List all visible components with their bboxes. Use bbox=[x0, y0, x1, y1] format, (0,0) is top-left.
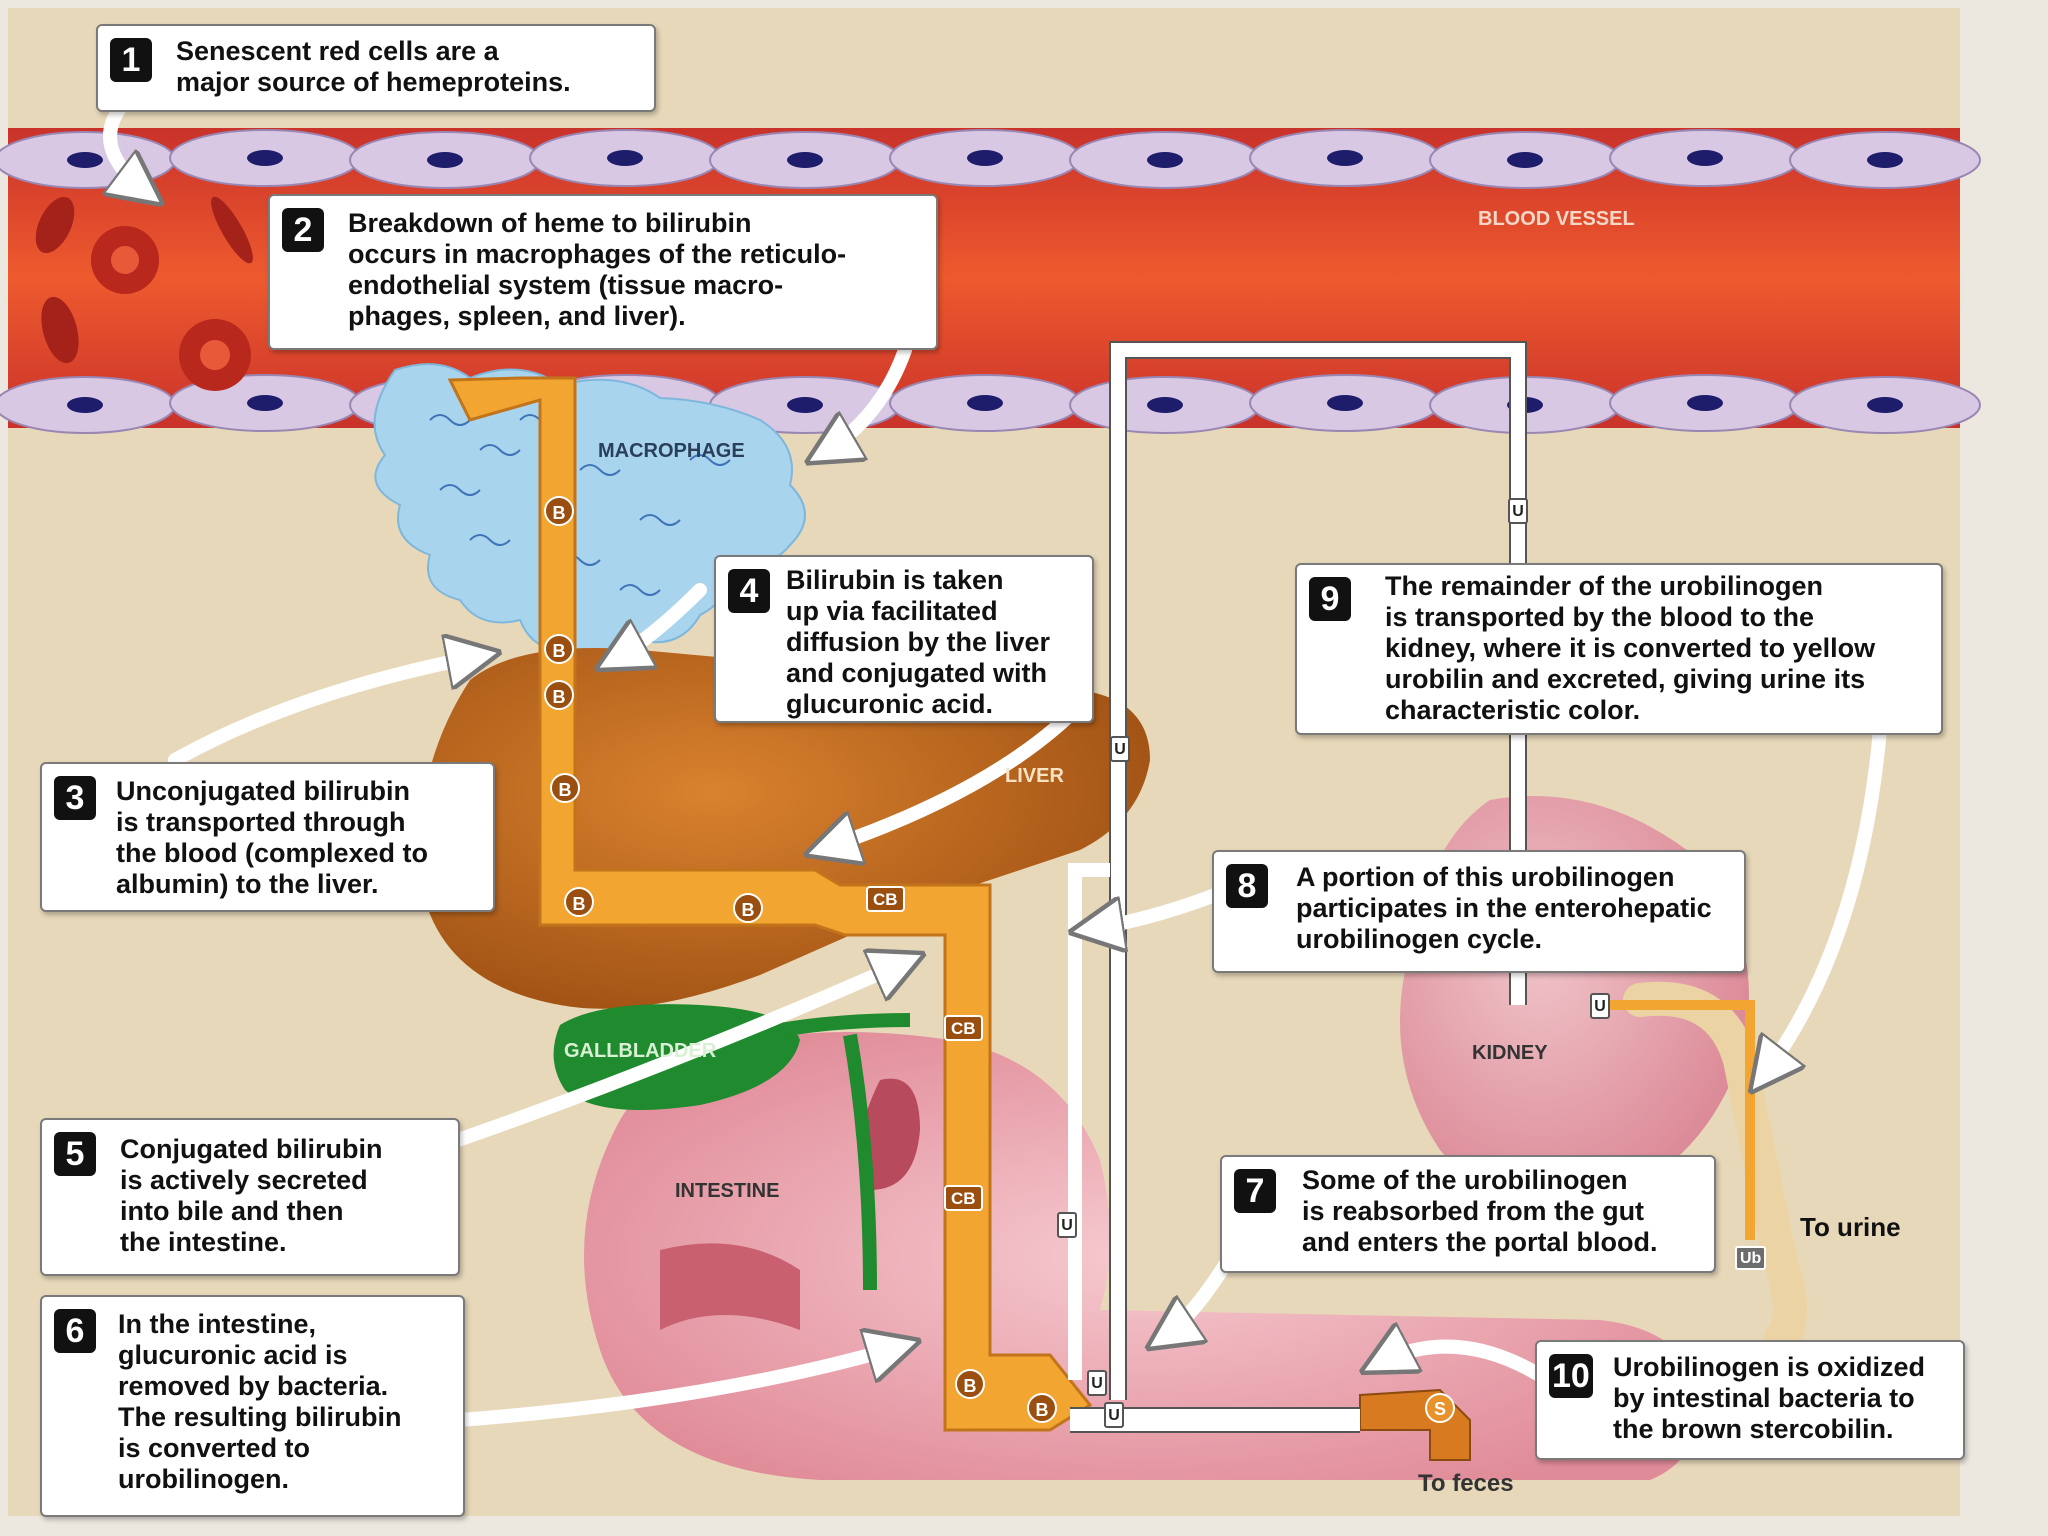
token-urobilin: Ub bbox=[1735, 1246, 1767, 1270]
label-gallbladder: GALLBLADDER bbox=[564, 1040, 717, 1062]
token-urobilinogen: U bbox=[1104, 1402, 1124, 1428]
intestine-lumen bbox=[859, 1078, 920, 1190]
callout-step-4: 4 Bilirubin is taken up via facilitated … bbox=[714, 555, 1094, 723]
callout-step-7: 7 Some of the urobilinogen is reabsorbed… bbox=[1220, 1155, 1716, 1273]
callout-step-5: 5 Conjugated bilirubin is actively secre… bbox=[40, 1118, 460, 1276]
blood-vessel bbox=[0, 128, 1981, 434]
step-text-9: The remainder of the urobilinogen is tra… bbox=[1385, 571, 1876, 725]
step-number-10: 10 bbox=[1549, 1354, 1593, 1398]
token-conjugated-bilirubin: CB bbox=[866, 886, 905, 912]
label-liver: LIVER bbox=[1005, 765, 1064, 787]
step-number-6: 6 bbox=[54, 1309, 96, 1353]
step-number-4: 4 bbox=[728, 569, 770, 613]
urobilin-line bbox=[1600, 1000, 1755, 1240]
callout-step-1: 1 Senescent red cells are a major source… bbox=[96, 24, 656, 112]
token-bilirubin: B bbox=[550, 773, 580, 803]
token-bilirubin: B bbox=[544, 680, 574, 710]
token-bilirubin: B bbox=[955, 1369, 985, 1399]
step-number-5: 5 bbox=[54, 1132, 96, 1176]
callout-step-8: 8 A portion of this urobilinogen partici… bbox=[1212, 850, 1746, 973]
label-macrophage: MACROPHAGE bbox=[598, 440, 745, 462]
step-text-1: Senescent red cells are a major source o… bbox=[176, 36, 571, 97]
token-urobilinogen: U bbox=[1087, 1370, 1107, 1396]
step-text-7: Some of the urobilinogen is reabsorbed f… bbox=[1302, 1165, 1658, 1257]
step-text-3: Unconjugated bilirubin is transported th… bbox=[116, 776, 429, 899]
token-bilirubin: B bbox=[544, 496, 574, 526]
step-text-10: Urobilinogen is oxidized by intestinal b… bbox=[1613, 1352, 1926, 1444]
red-blood-cells bbox=[35, 196, 253, 391]
token-bilirubin: B bbox=[544, 634, 574, 664]
step-number-8: 8 bbox=[1226, 864, 1268, 908]
label-kidney: KIDNEY bbox=[1472, 1042, 1548, 1064]
token-urobilinogen: U bbox=[1508, 498, 1528, 524]
intestine-fold bbox=[660, 1243, 800, 1330]
step-number-9: 9 bbox=[1309, 577, 1351, 621]
step-number-2: 2 bbox=[282, 208, 324, 252]
token-conjugated-bilirubin: CB bbox=[944, 1015, 983, 1041]
token-conjugated-bilirubin: CB bbox=[944, 1185, 983, 1211]
step-text-4: Bilirubin is taken up via facilitated di… bbox=[786, 565, 1051, 719]
token-bilirubin: B bbox=[1027, 1393, 1057, 1423]
step-text-8: A portion of this urobilinogen participa… bbox=[1296, 862, 1712, 954]
callout-step-2: 2 Breakdown of heme to bilirubin occurs … bbox=[268, 194, 938, 350]
macrophage-texture bbox=[429, 414, 731, 596]
token-urobilinogen: U bbox=[1590, 993, 1610, 1019]
callout-step-3: 3 Unconjugated bilirubin is transported … bbox=[40, 762, 495, 912]
step-number-1: 1 bbox=[110, 38, 152, 82]
callout-step-9: 9 The remainder of the urobilinogen is t… bbox=[1295, 563, 1943, 735]
token-bilirubin: B bbox=[733, 893, 763, 923]
callout-step-10: 10 Urobilinogen is oxidized by intestina… bbox=[1535, 1340, 1965, 1460]
step-text-6: In the intestine, glucuronic acid is rem… bbox=[118, 1309, 402, 1494]
callout-step-6: 6 In the intestine, glucuronic acid is r… bbox=[40, 1295, 465, 1517]
step-text-2: Breakdown of heme to bilirubin occurs in… bbox=[348, 208, 847, 331]
label-to-urine: To urine bbox=[1800, 1212, 1901, 1242]
label-blood-vessel: BLOOD VESSEL bbox=[1478, 208, 1635, 230]
step-text-5: Conjugated bilirubin is actively secrete… bbox=[120, 1134, 383, 1257]
step-number-3: 3 bbox=[54, 776, 96, 820]
token-urobilinogen: U bbox=[1057, 1212, 1077, 1238]
label-to-feces: To feces bbox=[1418, 1470, 1514, 1497]
bile-duct bbox=[778, 1013, 911, 1291]
token-stercobilin: S bbox=[1425, 1393, 1455, 1423]
label-intestine: INTESTINE bbox=[675, 1180, 780, 1202]
token-bilirubin: B bbox=[564, 887, 594, 917]
step-number-7: 7 bbox=[1234, 1169, 1276, 1213]
token-urobilinogen: U bbox=[1110, 736, 1130, 762]
macrophage bbox=[373, 363, 806, 653]
